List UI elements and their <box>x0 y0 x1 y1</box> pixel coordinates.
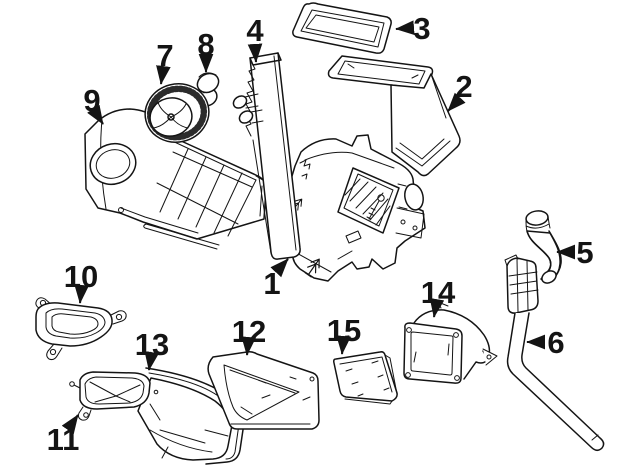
air-duct-part11 <box>69 371 233 461</box>
callout-11: 11 <box>47 414 80 457</box>
callout-2-label: 2 <box>455 69 472 104</box>
callout-12-arrow <box>241 336 256 356</box>
callout-4-arrow <box>247 43 263 63</box>
callout-13: 13 <box>135 327 169 371</box>
callout-14-arrow <box>429 297 445 318</box>
callout-6-label: 6 <box>547 325 564 360</box>
callout-2: 2 <box>447 69 473 112</box>
callout-10: 10 <box>64 259 98 304</box>
callout-5-label: 5 <box>576 235 593 270</box>
callout-13-label: 13 <box>135 327 169 362</box>
fastener-clip-icon <box>304 258 320 278</box>
callout-9-arrow <box>87 104 104 125</box>
callout-15-label: 15 <box>327 313 361 348</box>
filter-panel-part15 <box>333 351 398 405</box>
callout-2-arrow <box>447 92 466 112</box>
drain-hose-part5 <box>525 210 562 284</box>
seal-gasket-part10 <box>35 297 127 361</box>
callout-7-label: 7 <box>156 38 173 73</box>
grommet-part8 <box>196 72 220 94</box>
blower-motor-part7 <box>144 83 218 143</box>
callout-6: 6 <box>526 325 565 360</box>
evaporator-core-part4 <box>232 52 301 260</box>
outlet-duct-part2 <box>327 55 461 177</box>
callout-3-label: 3 <box>413 11 430 46</box>
callout-7-arrow <box>156 65 171 85</box>
case-seal-part3 <box>292 2 392 54</box>
callout-13-arrow <box>144 351 160 371</box>
callout-11-arrow <box>61 414 79 435</box>
callout-4-label: 4 <box>246 13 264 48</box>
callout-5: 5 <box>556 235 594 270</box>
callout-7: 7 <box>156 38 174 85</box>
callout-12-label: 12 <box>232 314 266 349</box>
blower-housing-part9 <box>84 108 267 250</box>
callout-14: 14 <box>421 275 456 318</box>
callout-9-label: 9 <box>83 83 100 118</box>
drain-tube-part6 <box>504 254 605 451</box>
blower-cover-part14 <box>403 301 498 384</box>
callout-11-label: 11 <box>47 422 80 457</box>
hvac-case-assembly-part1 <box>284 134 426 282</box>
callout-1-label: 1 <box>263 266 280 301</box>
callout-14-label: 14 <box>421 275 456 310</box>
callout-1: 1 <box>263 258 289 301</box>
callout-10-arrow <box>74 284 89 304</box>
callout-15: 15 <box>327 313 361 355</box>
callout-8: 8 <box>197 27 215 73</box>
callout-10-label: 10 <box>64 259 98 294</box>
callout-3-arrow <box>395 20 415 36</box>
callout-3: 3 <box>395 11 431 46</box>
callout-4: 4 <box>246 13 264 63</box>
callout-8-label: 8 <box>197 27 214 62</box>
callout-1-arrow <box>270 258 289 278</box>
callout-15-arrow <box>336 335 351 355</box>
callout-12: 12 <box>232 314 266 356</box>
cover-panel-part12 <box>207 351 320 430</box>
callout-9: 9 <box>83 83 104 125</box>
